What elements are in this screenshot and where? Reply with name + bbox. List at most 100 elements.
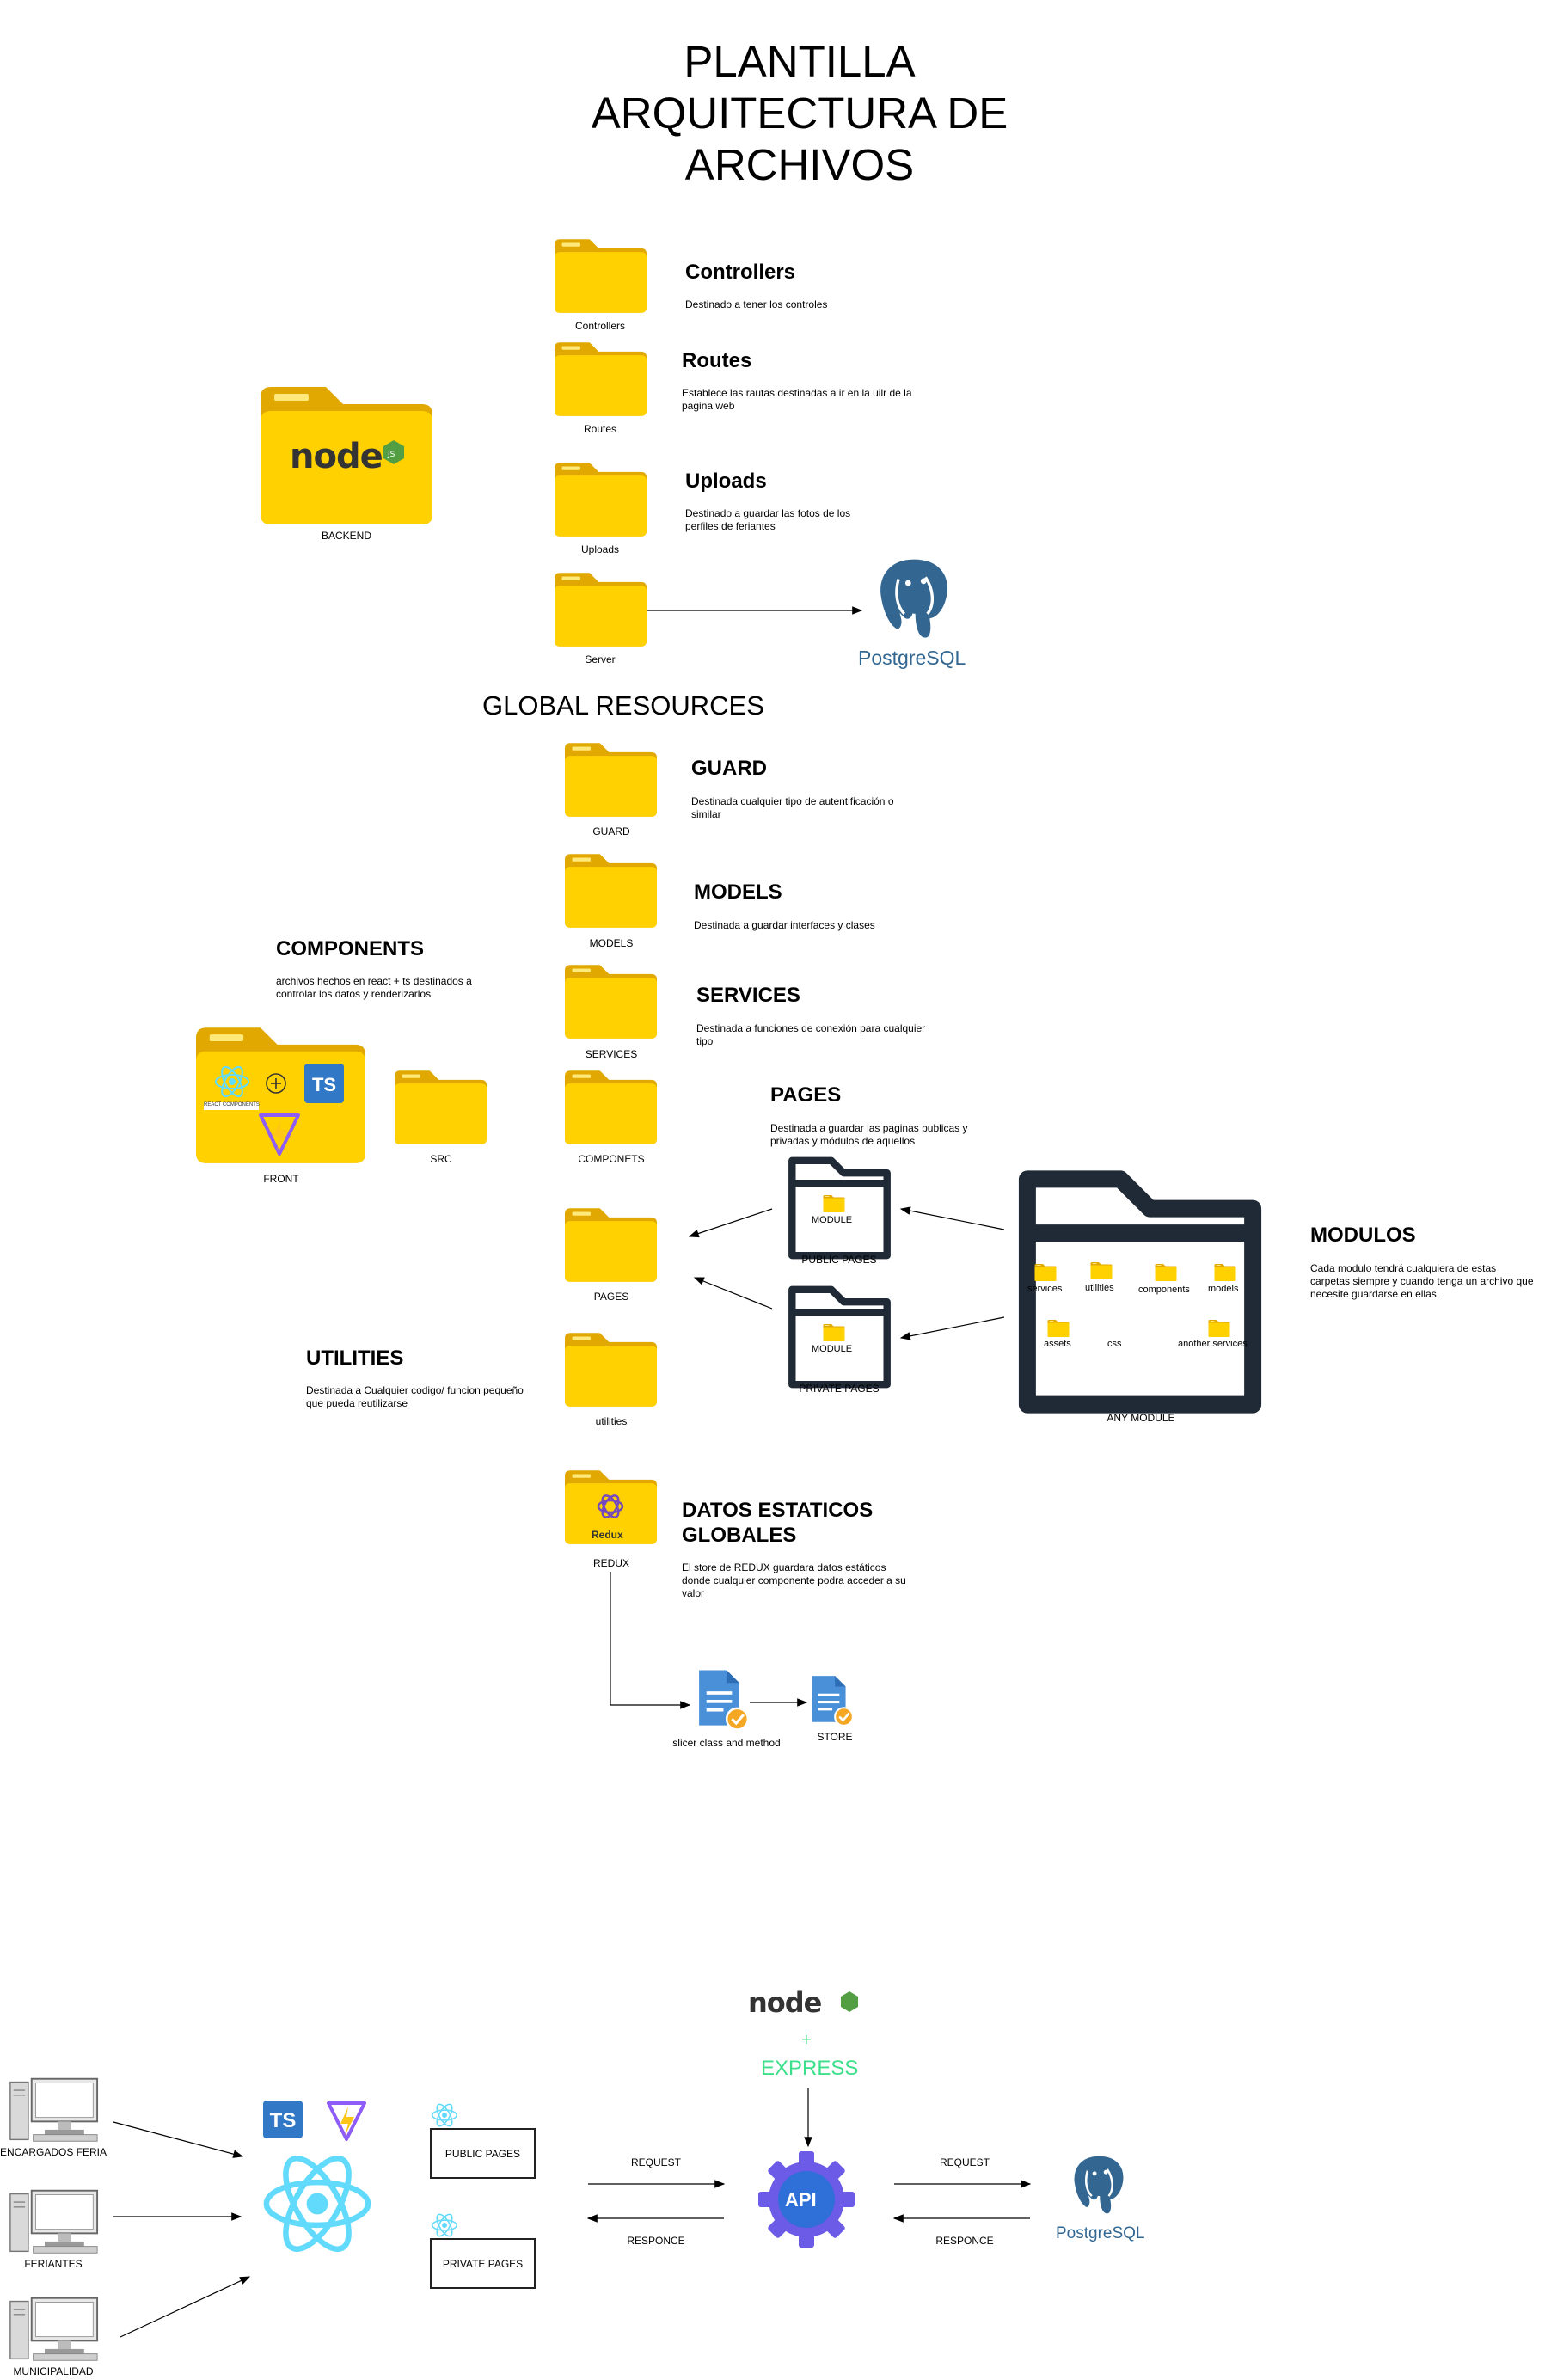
- postgresql-elephant-icon: [877, 556, 951, 641]
- typescript-badge-icon: [304, 1064, 344, 1103]
- folder-pages-icon[interactable]: [565, 1208, 657, 1282]
- desc-pages: Destinada a guardar las paginas publicas…: [770, 1122, 968, 1147]
- desc-uploads: Destinado a guardar las fotos de los per…: [685, 507, 851, 532]
- src-label: SRC: [430, 1153, 452, 1165]
- caption-services: SERVICES: [585, 1048, 638, 1060]
- private-pages-box[interactable]: PRIVATE PAGES: [430, 2238, 536, 2289]
- request-label-right: REQUEST: [939, 2156, 990, 2168]
- caption-pages: PAGES: [593, 1291, 629, 1303]
- folder-models-icon[interactable]: [565, 854, 657, 928]
- typescript-badge-bottom-icon: [263, 2101, 303, 2138]
- heading-uploads: Uploads: [685, 469, 767, 493]
- client-feriantes-label: FERIANTES: [24, 2258, 83, 2270]
- postgresql-label: PostgreSQL: [858, 647, 966, 669]
- desc-services: Destinada a funciones de conexión para c…: [696, 1022, 926, 1047]
- folder-uploads-icon[interactable]: [555, 463, 647, 537]
- folder-routes-icon[interactable]: [555, 342, 647, 416]
- heading-controllers: Controllers: [685, 261, 796, 284]
- postgresql-bottom-icon: [1072, 2154, 1125, 2216]
- svg-text:node: node: [290, 437, 383, 476]
- react-components-caption: REACT COMPONENTS: [204, 1102, 260, 1107]
- caption-componets: COMPONETS: [578, 1153, 645, 1165]
- module-item-services: services: [1027, 1284, 1063, 1294]
- ts-badge-bottom-text: TS: [269, 2109, 297, 2132]
- react-logo-large-icon: [267, 2149, 368, 2258]
- plus-sign: +: [801, 2031, 812, 2050]
- backend-label: BACKEND: [321, 530, 372, 542]
- vite-logo-bottom-icon: [327, 2101, 366, 2141]
- caption-guard: GUARD: [592, 825, 630, 837]
- module-item-utilities: utilities: [1085, 1283, 1114, 1293]
- folder-src-icon[interactable]: [395, 1070, 487, 1144]
- folder-services-icon[interactable]: [565, 965, 657, 1039]
- folder-guard-icon[interactable]: [565, 743, 657, 817]
- redux-to-slicer-arrow: [610, 1572, 691, 1709]
- caption-utilities: utilities: [595, 1415, 628, 1427]
- express-label: EXPRESS: [761, 2057, 859, 2080]
- client-municipalidad-label: MUNICIPALIDAD: [13, 2365, 94, 2377]
- responce-label-left: RESPONCE: [627, 2235, 685, 2247]
- client-encargados-label: ENCARGADOS FERIA: [0, 2146, 107, 2158]
- folder-components-icon[interactable]: [565, 1070, 657, 1144]
- react-small-private-icon: [432, 2211, 457, 2239]
- folder-utilities-icon[interactable]: [565, 1333, 657, 1407]
- react-small-public-icon: [432, 2101, 457, 2129]
- slicer-caption: slicer class and method: [672, 1737, 781, 1749]
- desc-routes: Establece las rautas destinadas a ir en …: [682, 387, 912, 412]
- client-feriantes-icon: [9, 2189, 99, 2254]
- ts-badge-text: TS: [311, 1074, 337, 1095]
- desc-redux: El store de REDUX guardara datos estátic…: [682, 1561, 906, 1599]
- module-item-components: components: [1138, 1285, 1190, 1295]
- api-gear-icon: [758, 2151, 855, 2248]
- heading-modulos: MODULOS: [1310, 1224, 1416, 1247]
- module-item-css: css: [1107, 1339, 1122, 1349]
- svg-text:JS: JS: [387, 451, 395, 459]
- public-module-folder-icon: [823, 1195, 845, 1212]
- desc-utilities: Destinada a Cualquier codigo/ funcion pe…: [306, 1384, 524, 1409]
- module-to-public-arrow: [899, 1206, 1005, 1230]
- heading-guard: GUARD: [691, 757, 767, 780]
- api-label: API: [785, 2189, 817, 2211]
- heading-pages: PAGES: [770, 1083, 842, 1107]
- heading-routes: Routes: [682, 349, 752, 372]
- global-resources-title: GLOBAL RESOURCES: [482, 690, 764, 721]
- heading-components: COMPONENTS: [276, 937, 425, 960]
- responce-label-right: RESPONCE: [935, 2235, 994, 2247]
- heading-models: MODELS: [694, 880, 782, 904]
- desc-controllers: Destinado a tener los controles: [685, 298, 828, 310]
- module-to-private-arrow: [899, 1316, 1005, 1340]
- caption-models: MODELS: [589, 937, 634, 949]
- redux-logo-text: Redux: [592, 1529, 623, 1541]
- module-item-another-services: another services: [1178, 1339, 1248, 1349]
- folder-server-icon[interactable]: [555, 573, 647, 647]
- public-pages-box[interactable]: PUBLIC PAGES: [430, 2128, 536, 2179]
- node-logo-icon: node JS: [290, 437, 404, 476]
- client-municipalidad-icon: [9, 2297, 99, 2362]
- store-doc-icon: [810, 1674, 853, 1727]
- desc-components: archivos hechos en react + ts destinados…: [276, 975, 472, 1000]
- redux-caption: REDUX: [592, 1557, 630, 1569]
- store-caption: STORE: [817, 1731, 853, 1743]
- caption-uploads: Uploads: [580, 543, 620, 555]
- caption-routes: Routes: [583, 423, 617, 435]
- folder-controllers-icon[interactable]: [555, 239, 647, 313]
- private-pages-caption: PRIVATE PAGES: [799, 1383, 880, 1395]
- public-pages-caption: PUBLIC PAGES: [801, 1254, 877, 1266]
- module-item-models: models: [1208, 1284, 1239, 1294]
- desc-modulos: Cada modulo tendrá cualquiera de estas c…: [1310, 1262, 1534, 1300]
- request-label-left: REQUEST: [630, 2156, 682, 2168]
- plus-circle-icon: [266, 1073, 286, 1094]
- slicer-doc-icon: [697, 1668, 748, 1732]
- front-label: FRONT: [263, 1173, 299, 1185]
- node-logo-bottom-icon: node: [748, 1986, 858, 2019]
- public-to-pages-arrow: [688, 1208, 773, 1238]
- desc-guard: Destinada cualquier tipo de autentificac…: [691, 795, 894, 820]
- caption-controllers: Controllers: [574, 320, 626, 332]
- public-module-label: MODULE: [812, 1215, 853, 1225]
- page-title: PLANTILLA ARQUITECTURA DE ARCHIVOS: [591, 37, 1009, 189]
- vite-logo-icon: [259, 1113, 300, 1156]
- private-module-label: MODULE: [812, 1344, 853, 1354]
- postgresql-bottom-label: PostgreSQL: [1056, 2224, 1145, 2242]
- svg-text:node: node: [748, 1986, 822, 2019]
- heading-redux: DATOS ESTATICOS GLOBALES: [682, 1499, 874, 1547]
